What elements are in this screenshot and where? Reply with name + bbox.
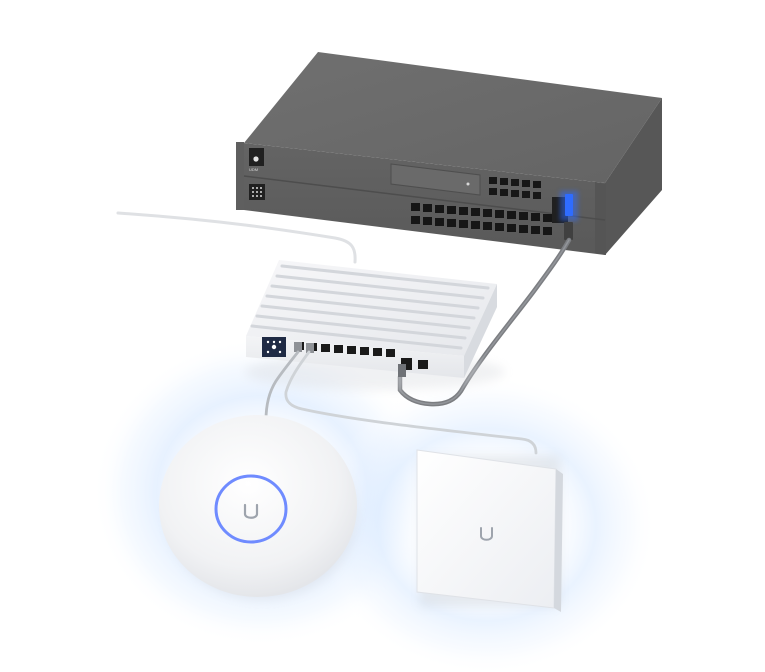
wall-access-point [416, 449, 563, 612]
poe-switch [245, 260, 505, 390]
uplink-port [401, 358, 412, 370]
upper-switch-ports [489, 177, 541, 199]
lower-switch-ports [411, 203, 552, 235]
blue-connector [565, 194, 573, 216]
ceiling-access-point [159, 415, 357, 600]
rack-top-surface [244, 52, 662, 183]
rack-mount-ear-left [236, 142, 244, 210]
gray-connector [564, 222, 573, 240]
u-logo-icon [243, 503, 259, 519]
status-led-upper [253, 156, 259, 162]
rack-mount-ear-right [595, 182, 606, 255]
dot-grid-icon [252, 187, 262, 197]
cable-to-wall-ap [284, 350, 538, 455]
ceiling-ap-ring [214, 474, 288, 544]
svg-text:UDM: UDM [249, 167, 258, 172]
rack-right-side [605, 98, 662, 255]
rack-equipment: UDM [236, 52, 662, 255]
uplink-cable [116, 211, 357, 264]
u-logo-icon [480, 527, 493, 541]
sfp-port [418, 360, 428, 369]
wall-ap-edge [554, 469, 563, 612]
drive-bay-led [466, 182, 470, 186]
drive-bay-slot [390, 163, 481, 196]
cable-to-ceiling-ap [264, 350, 300, 422]
switch-right-side [464, 284, 497, 378]
wall-ap-face [416, 449, 557, 609]
switch-ribbing [250, 264, 490, 350]
